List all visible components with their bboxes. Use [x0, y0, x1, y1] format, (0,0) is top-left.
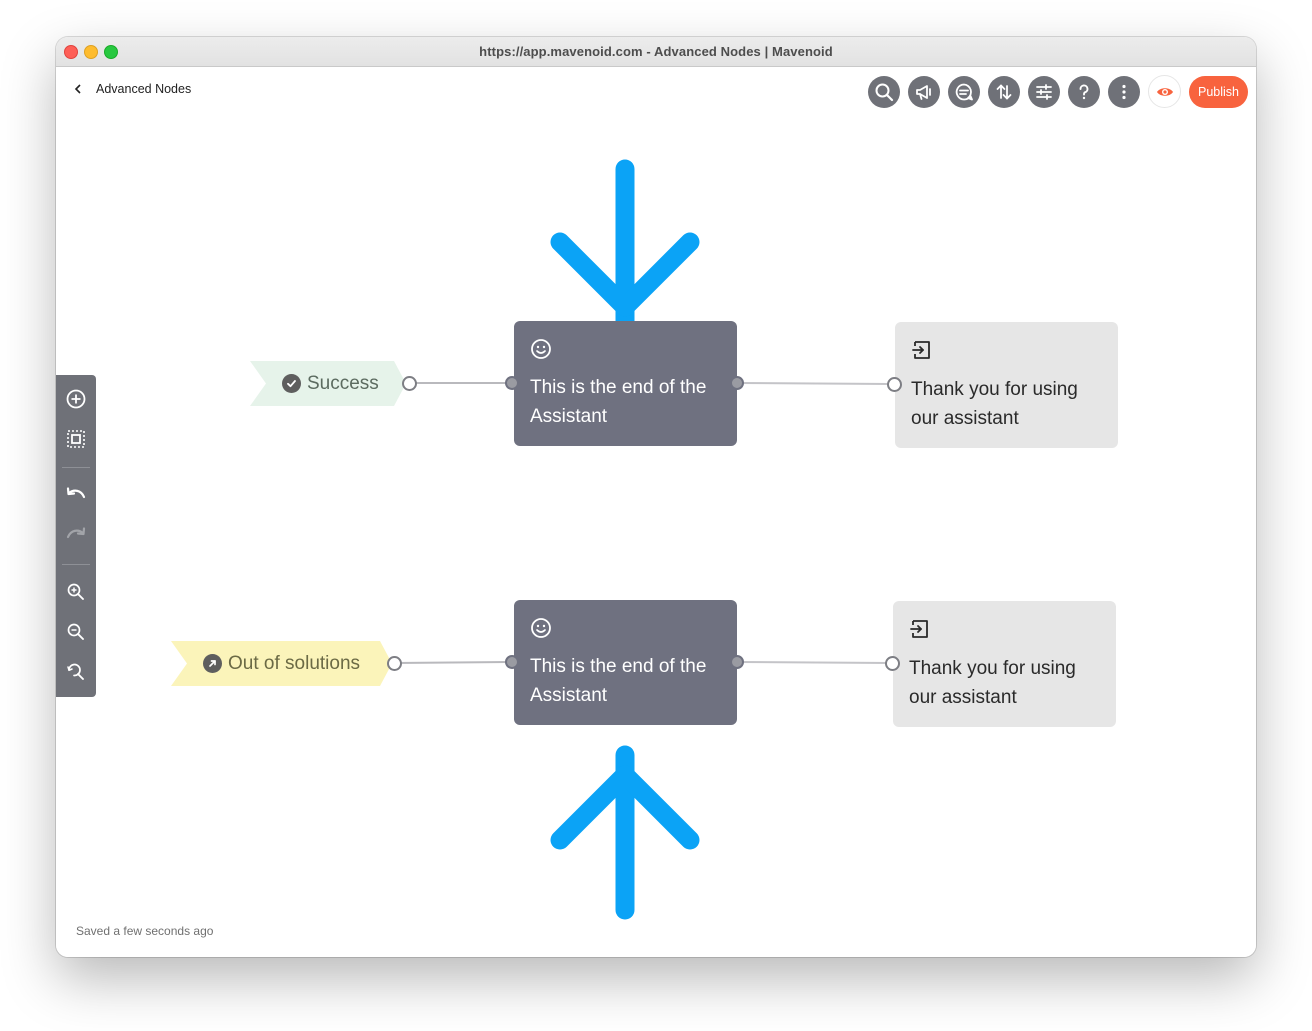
back-link[interactable]: Advanced Nodes [74, 82, 191, 96]
annotation-arrow-down [550, 159, 700, 335]
connector-end-to-exit-1 [736, 382, 895, 385]
window-title: https://app.mavenoid.com - Advanced Node… [479, 44, 833, 59]
publish-button[interactable]: Publish [1189, 75, 1248, 108]
tag-label: Out of solutions [228, 652, 361, 674]
redo-icon [66, 527, 86, 539]
exit-node-2[interactable]: Thank you for using our assistant [893, 601, 1116, 727]
end-node-2[interactable]: This is the end of the Assistant [514, 600, 737, 725]
check-circle-icon [282, 374, 301, 393]
more-icon [1122, 84, 1126, 99]
tag-out-of-solutions-shape [171, 641, 392, 686]
chat-button[interactable] [948, 75, 980, 108]
zoom-out-icon [67, 623, 84, 640]
tag-out-of-solutions[interactable]: Out of solutions [169, 641, 394, 686]
end-node-1-out-port[interactable] [730, 376, 744, 390]
zoom-reset-button[interactable] [64, 660, 88, 684]
end-node-2-in-port[interactable] [505, 655, 519, 669]
add-node-button[interactable] [64, 387, 88, 411]
exit-node-1-in-port[interactable] [887, 377, 902, 392]
exit-node-1[interactable]: Thank you for using our assistant [895, 322, 1118, 448]
end-node-2-out-port[interactable] [730, 655, 744, 669]
exit-icon [912, 341, 930, 359]
title-bar: https://app.mavenoid.com - Advanced Node… [56, 37, 1256, 67]
tools-divider [62, 564, 90, 565]
chat-icon [955, 83, 973, 100]
save-status: Saved a few seconds ago [76, 924, 214, 938]
canvas-tools [56, 375, 96, 697]
preview-button[interactable] [1148, 75, 1181, 108]
undo-button[interactable] [64, 484, 88, 508]
add-circle-icon [66, 389, 86, 409]
sort-button[interactable] [988, 75, 1020, 108]
close-window-button[interactable] [64, 45, 78, 59]
settings-button[interactable] [1028, 75, 1060, 108]
sliders-icon [1036, 83, 1052, 100]
tag-success-shape [250, 361, 406, 406]
redo-button[interactable] [64, 524, 88, 548]
arrow-up-right-icon [203, 654, 222, 673]
tag-success[interactable]: Success [248, 361, 408, 406]
search-button[interactable] [868, 75, 900, 108]
announcements-button[interactable] [908, 75, 940, 108]
back-link-label: Advanced Nodes [96, 82, 192, 96]
connector-out-of-solutions-to-end [394, 661, 513, 664]
top-toolbar: Publish [868, 75, 1248, 108]
search-icon [875, 83, 894, 101]
end-node-text: This is the end of the Assistant [530, 656, 707, 706]
zoom-out-button[interactable] [64, 620, 88, 644]
annotation-arrow-up [550, 745, 700, 920]
end-node-1-in-port[interactable] [505, 376, 519, 390]
select-frame-icon [67, 430, 85, 448]
tag-label: Success [307, 372, 379, 394]
undo-icon [66, 487, 86, 499]
exit-node-text: Thank you for using our assistant [911, 379, 1078, 429]
tools-divider [62, 467, 90, 468]
zoom-window-button[interactable] [104, 45, 118, 59]
tag-out-of-solutions-out-port[interactable] [387, 656, 402, 671]
help-button[interactable] [1068, 75, 1100, 108]
end-node-1[interactable]: This is the end of the Assistant [514, 321, 737, 446]
minimize-window-button[interactable] [84, 45, 98, 59]
flow-canvas[interactable] [56, 67, 1256, 957]
help-icon [1079, 84, 1089, 99]
zoom-in-button[interactable] [64, 580, 88, 604]
smiley-icon [531, 339, 551, 359]
end-node-text: This is the end of the Assistant [530, 377, 707, 427]
zoom-in-icon [67, 583, 84, 600]
exit-node-text: Thank you for using our assistant [909, 658, 1076, 708]
select-area-button[interactable] [64, 427, 88, 451]
exit-icon [910, 620, 928, 638]
exit-node-2-in-port[interactable] [885, 656, 900, 671]
more-options-button[interactable] [1108, 75, 1140, 108]
tag-success-out-port[interactable] [402, 376, 417, 391]
smiley-icon [531, 618, 551, 638]
connector-end-to-exit-2 [736, 661, 894, 664]
eye-icon [1156, 87, 1173, 96]
megaphone-icon [916, 84, 931, 100]
flow-editor: Advanced Nodes [56, 67, 1256, 957]
zoom-reset-icon [67, 663, 84, 680]
chevron-left-icon [74, 84, 81, 94]
sort-icon [996, 84, 1012, 99]
browser-window: https://app.mavenoid.com - Advanced Node… [56, 37, 1256, 957]
